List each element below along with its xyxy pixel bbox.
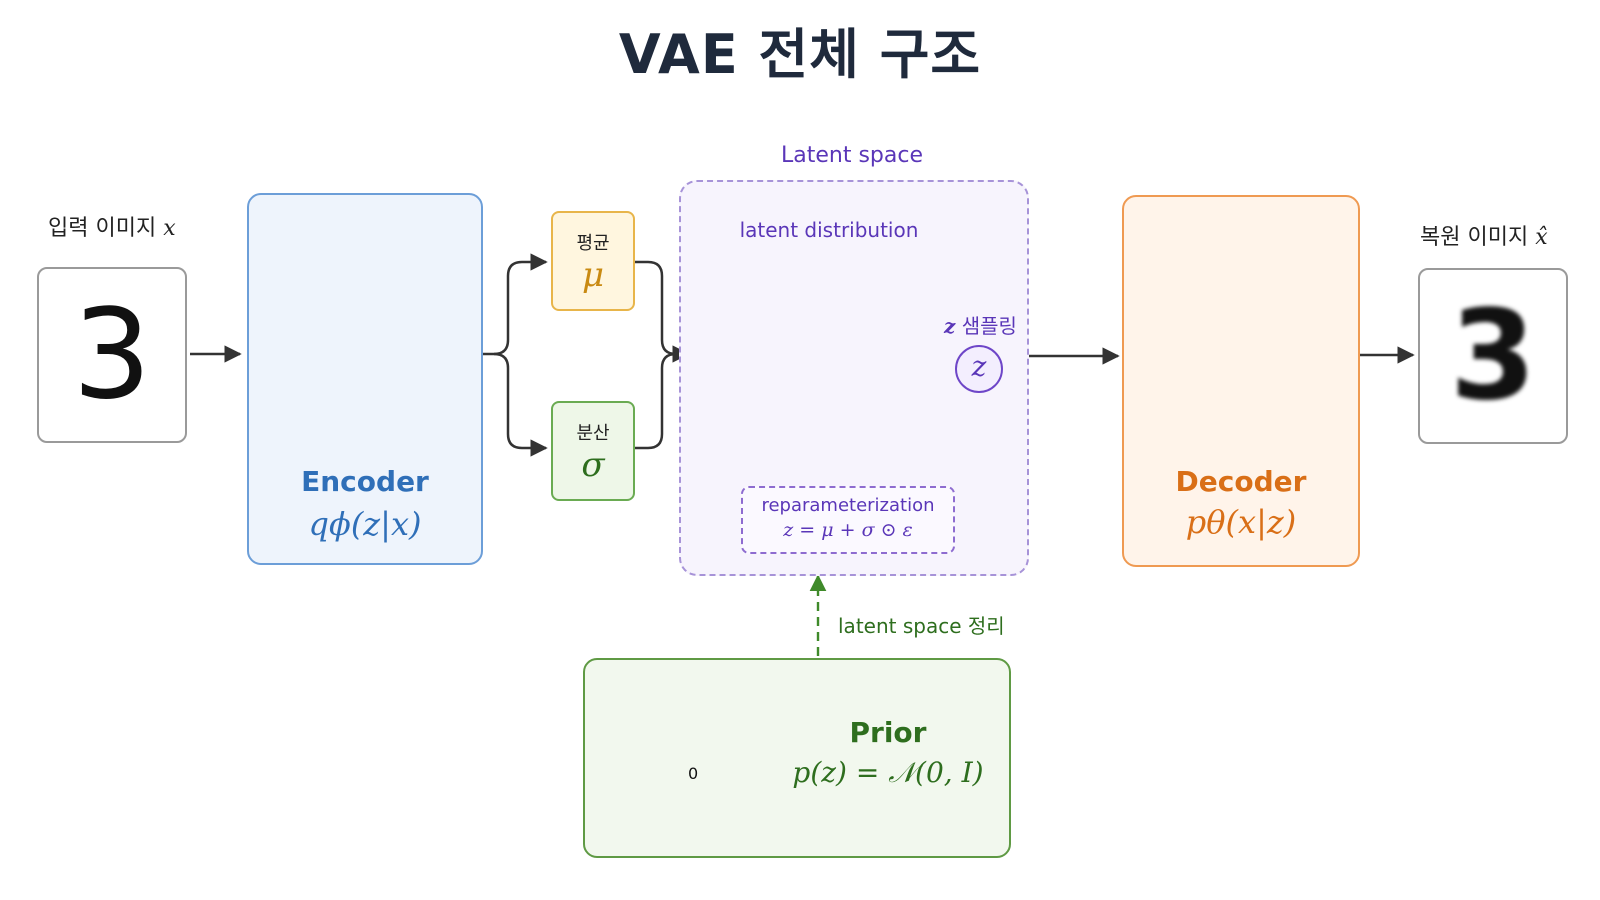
output-image: 3 [1418,268,1568,444]
z-sample-node: z [955,345,1003,393]
arrow-mean-to-latent [635,260,690,363]
input-image-var: x [163,216,176,241]
encoder-block: Encoder qϕ(z|x) [247,193,483,565]
sampling-label: z 샘플링 [944,310,1017,339]
latent-distribution-label: latent distribution [739,218,919,242]
page-title: VAE 전체 구조 [618,23,982,86]
mean-symbol: μ [581,255,605,295]
prior-origin-label: 0 [688,764,699,783]
encoder-title: Encoder [301,465,429,498]
latent-regularize-label: latent space 정리 [838,614,1005,638]
decoder-formula: pθ(x|z) [1185,503,1297,541]
output-image-label: 복원 이미지 x̂ [1420,219,1548,251]
variance-box: 분산 σ [551,401,635,501]
sampling-var: z [944,314,956,338]
output-digit: 3 [1449,284,1537,428]
variance-label: 분산 [576,423,610,444]
output-image-var: x̂ [1535,225,1548,250]
reparameterization-box: reparameterization z = μ + σ ⊙ ε [741,486,955,554]
output-image-label-text: 복원 이미지 [1420,225,1529,250]
prior-formula: p(z) = 𝒩(0, I) [792,756,984,789]
reparameterization-title: reparameterization [761,495,935,516]
input-digit: 3 [72,283,152,427]
sampling-label-text: 샘플링 [961,314,1017,338]
prior-title: Prior [849,716,927,749]
variance-symbol: σ [581,445,605,485]
latent-space-title: Latent space [780,143,923,168]
mean-label: 평균 [576,233,610,254]
decoder-block: Decoder pθ(x|z) [1122,195,1360,567]
reparameterization-formula: z = μ + σ ⊙ ε [783,519,913,541]
mean-box: 평균 μ [551,211,635,311]
arrow-encoder-to-variance [493,352,548,457]
decoder-title: Decoder [1175,465,1307,498]
arrow-variance-to-latent [635,352,677,450]
prior-block [583,658,1011,858]
input-image-label: 입력 이미지 x [48,210,176,242]
arrow-encoder-to-mean [481,253,548,356]
input-image: 3 [37,267,187,443]
encoder-formula: qϕ(z|x) [308,505,422,543]
input-image-label-text: 입력 이미지 [48,216,157,241]
